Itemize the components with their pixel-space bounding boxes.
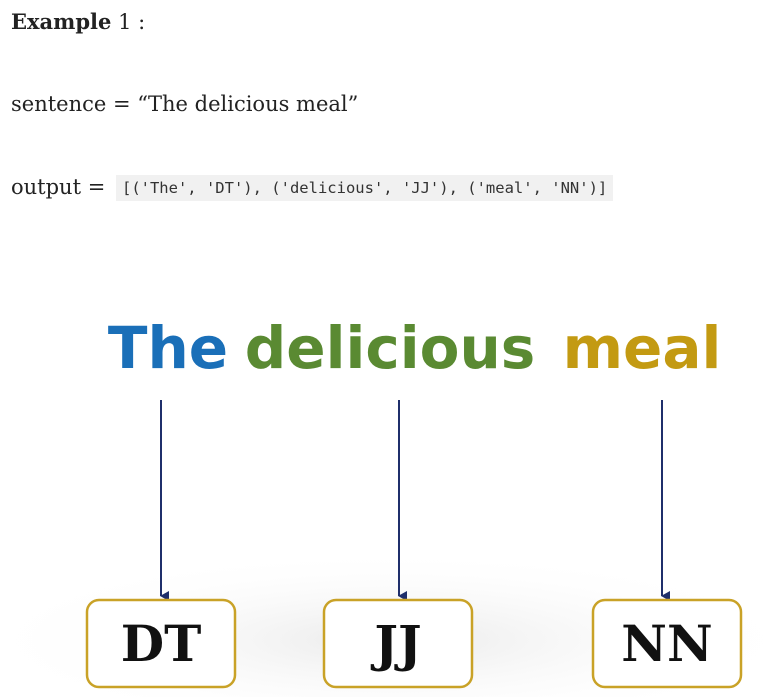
tag-jj: JJ [370, 614, 421, 673]
output-line: output = [('The', 'DT'), ('delicious', '… [11, 173, 614, 201]
example-heading: Example 1 : [11, 8, 145, 36]
word-the: The [108, 314, 228, 382]
word-meal: meal [563, 314, 722, 382]
pos-tagging-diagram: The delicious meal DT JJ NN [0, 300, 773, 697]
example-title: Example [11, 9, 112, 34]
tag-box-dt [85, 598, 237, 689]
sentence-label: sentence = [11, 92, 131, 116]
sentence-line: sentence = “The delicious meal” [11, 90, 358, 118]
tag-box-jj [322, 598, 474, 689]
example-number: 1 : [118, 10, 146, 34]
tag-box-nn [591, 598, 743, 689]
tag-dt: DT [121, 614, 202, 673]
output-label: output = [11, 175, 106, 199]
pos-diagram-svg: The delicious meal DT JJ NN [0, 314, 773, 697]
tag-nn: NN [621, 614, 712, 673]
word-delicious: delicious [245, 314, 536, 382]
sentence-value: “The delicious meal” [137, 92, 359, 116]
output-code: [('The', 'DT'), ('delicious', 'JJ'), ('m… [115, 175, 614, 201]
